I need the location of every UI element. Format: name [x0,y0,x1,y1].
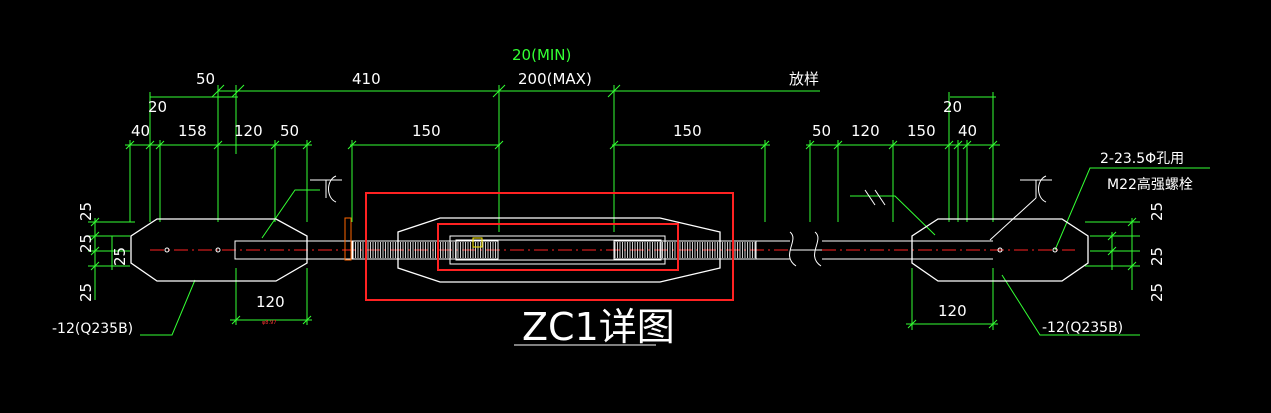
dim-row3-left-0: 40 [131,122,150,140]
plate-label-left: -12(Q235B) [52,321,133,337]
dim-max: 200(MAX) [518,70,592,88]
dim-row3-right-1: 50 [812,122,831,140]
dim-row3-left-3: 50 [280,122,299,140]
dim-row3-right-2: 120 [851,122,880,140]
highlight-boxes [365,192,734,301]
tiny-label: φ8.97 [262,320,276,326]
dim-fangyang: 放样 [789,70,819,88]
dim-50-top: 50 [196,70,215,88]
dim-row3-right-3: 150 [907,122,936,140]
small-orange-mark [344,217,352,261]
dim-side-right-0: 25 [1148,202,1166,221]
dim-row3-right-4: 40 [958,122,977,140]
dim-bottom-120-right: 120 [938,302,967,320]
bolt-note-line2: M22高强螺栓 [1107,176,1193,193]
dim-20-right: 20 [943,98,962,116]
dim-bottom-120-left: 120 [256,293,285,311]
dim-side-right-1: 25 [1148,247,1166,266]
dim-row3-left-1: 158 [178,122,207,140]
dim-row3-left-4: 150 [412,122,441,140]
dim-row3-right-0: 150 [673,122,702,140]
dim-side-left-1: 25 [77,234,95,253]
dim-side-left-2: 25 [111,247,129,266]
dim-side-left-0: 25 [77,202,95,221]
plate-label-right: -12(Q235B) [1042,320,1123,336]
dim-20-left: 20 [148,98,167,116]
dimension-lines [88,84,1210,336]
dim-min: 20(MIN) [512,46,571,64]
selection-marker [472,237,483,248]
dim-row3-left-2: 120 [234,122,263,140]
drawing-title: ZC1详图 [522,305,675,349]
bolt-note-line1: 2-23.5Φ孔用 [1100,151,1184,167]
dim-410: 410 [352,70,381,88]
dim-side-right-2: 25 [1148,283,1166,302]
dim-side-left-3: 25 [77,283,95,302]
